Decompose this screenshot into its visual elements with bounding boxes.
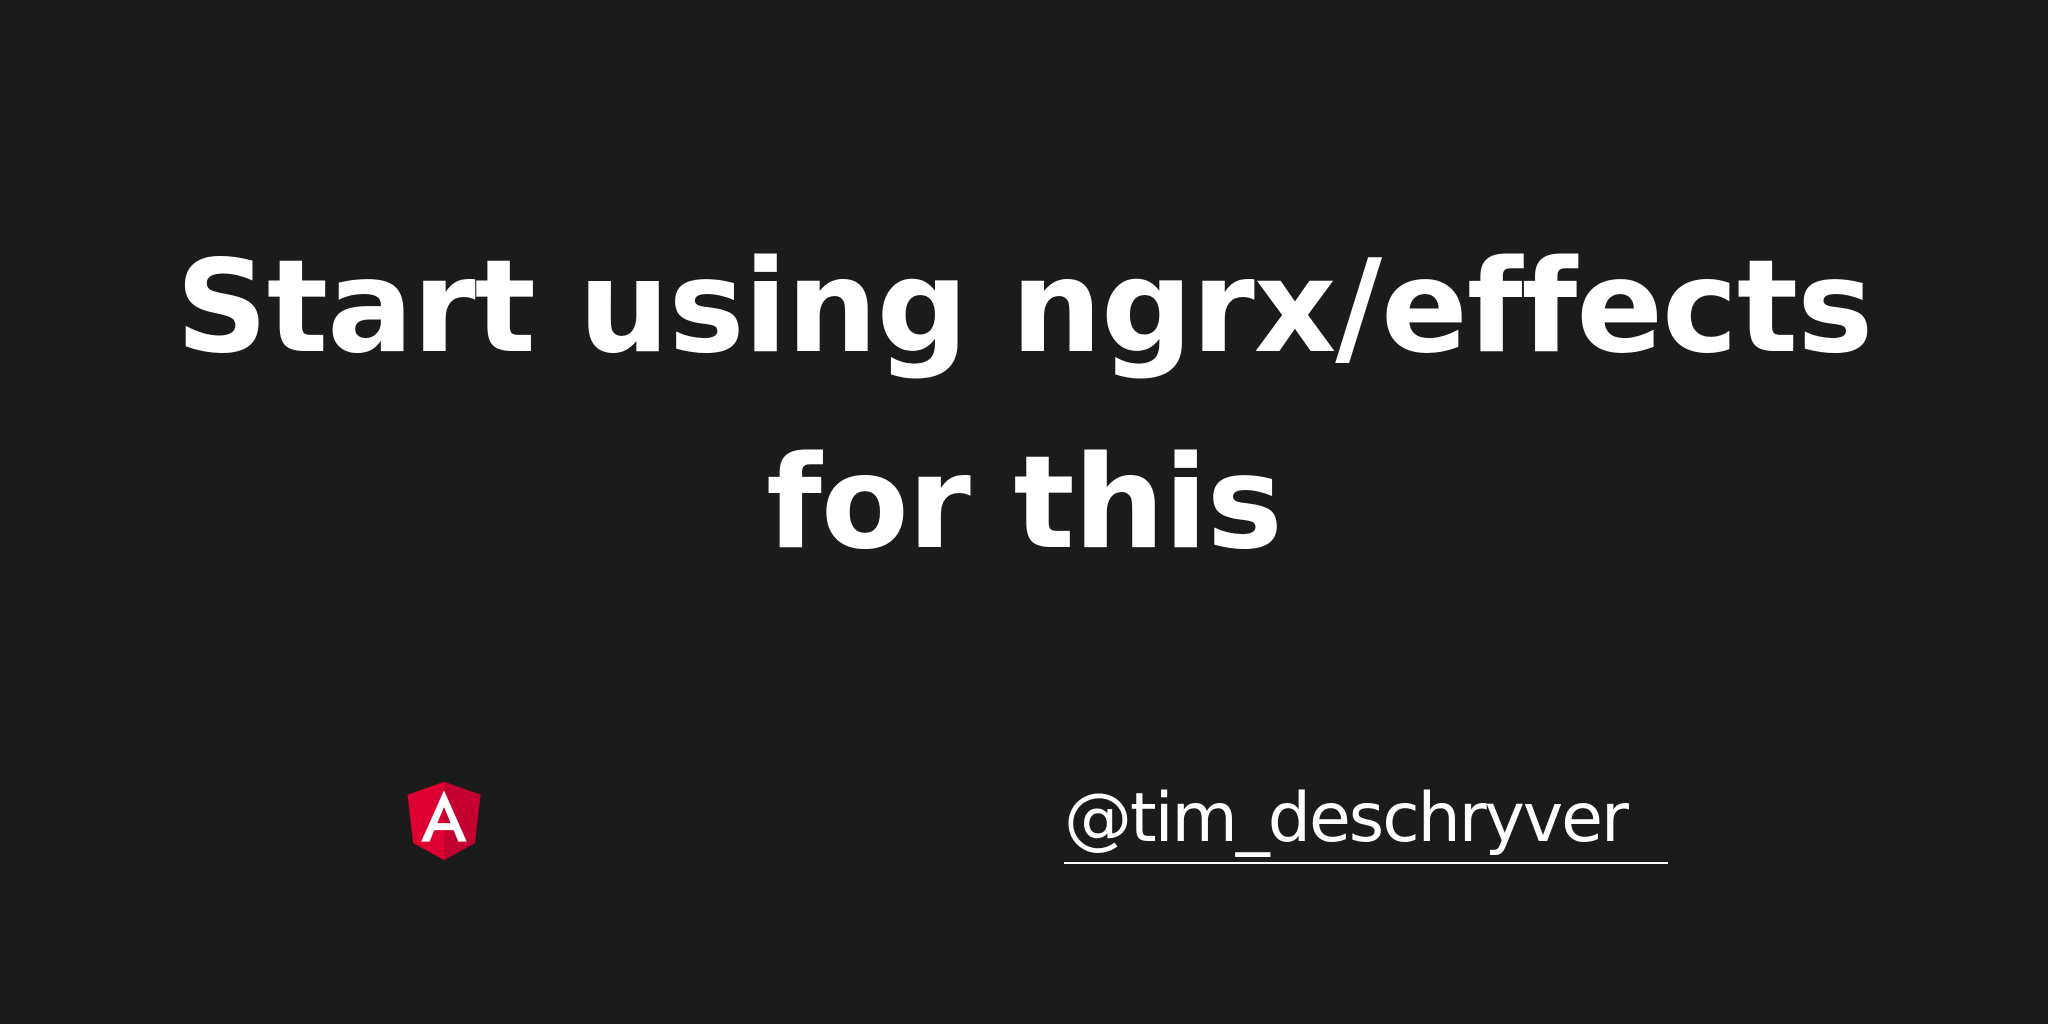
slide-title-line-1: Start using ngrx/effects [175,233,1874,382]
angular-logo-shield-right [444,781,481,861]
twitter-handle-link[interactable]: @tim_deschryver [1064,776,1668,864]
angular-logo-letter-a [421,790,467,842]
slide-title-line-2: for this [766,429,1283,578]
slide-title: Start using ngrx/effects for this [0,210,2048,602]
angular-logo-icon [407,781,481,861]
